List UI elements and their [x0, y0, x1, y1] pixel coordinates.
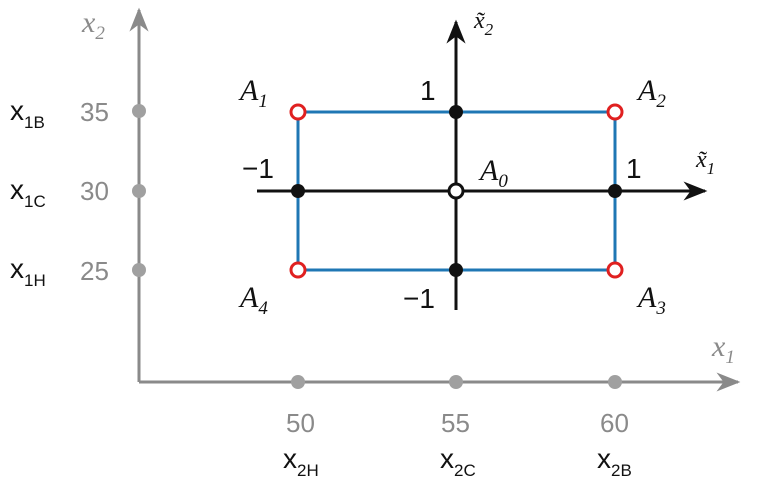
y-tick-value-35: 35 [80, 97, 109, 127]
y-tick-name-1C: x1C [10, 174, 46, 211]
label-A0: A0 [478, 154, 508, 192]
x-tick-point-50 [291, 375, 305, 389]
coded-tick-y-pos: 1 [420, 75, 436, 106]
y-tick-point-25 [132, 263, 146, 277]
y-tick-value-25: 25 [80, 256, 109, 286]
coded-tick-dot-x-neg [291, 184, 305, 198]
outer-y-axis-label: x2 [81, 6, 105, 44]
label-A2: A2 [636, 74, 666, 112]
coded-tick-dot-y-pos [449, 105, 463, 119]
coded-x2-axis-label: x̃2 [473, 8, 494, 39]
label-A1: A1 [238, 74, 268, 112]
coded-tick-dot-y-neg [449, 263, 463, 277]
x-tick-value-55: 55 [441, 408, 470, 438]
coded-x1-axis-label: x̃1 [695, 147, 715, 178]
y-tick-name-1B: x1B [10, 95, 45, 132]
label-A3: A3 [636, 281, 666, 319]
x-tick-name-2B: x2B [597, 443, 632, 480]
point-A4 [289, 261, 307, 279]
x-tick-name-2C: x2C [440, 443, 476, 480]
x-tick-value-60: 60 [600, 408, 629, 438]
y-tick-value-30: 30 [80, 176, 109, 206]
coded-tick-x-pos: 1 [626, 153, 642, 184]
point-A0 [447, 182, 465, 200]
coded-tick-y-neg: −1 [403, 283, 435, 314]
x-tick-value-50: 50 [286, 408, 315, 438]
x-tick-name-2H: x2H [283, 443, 319, 480]
point-A1 [289, 103, 307, 121]
point-A2 [606, 103, 624, 121]
y-tick-name-1H: x1H [10, 253, 46, 290]
y-tick-point-35 [132, 104, 146, 118]
coded-tick-dot-x-pos [608, 184, 622, 198]
x-tick-point-55 [449, 375, 463, 389]
point-A3 [606, 261, 624, 279]
label-A4: A4 [238, 281, 268, 319]
y-tick-point-30 [132, 184, 146, 198]
x-tick-point-60 [608, 375, 622, 389]
coded-tick-x-neg: −1 [242, 153, 274, 184]
outer-x-axis-label: x1 [711, 330, 735, 368]
